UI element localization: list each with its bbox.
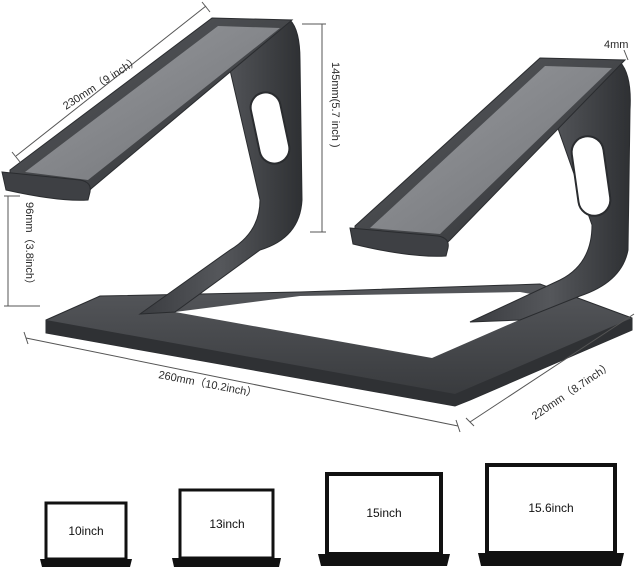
right-support xyxy=(469,61,631,323)
left-front-lip xyxy=(1,171,91,201)
laptop-size-label: 13inch xyxy=(209,517,244,531)
laptop-size-label: 15.6inch xyxy=(528,501,573,515)
laptop-13inch: 13inch xyxy=(172,488,281,567)
laptop-screen xyxy=(44,501,128,561)
base-depth-line xyxy=(469,313,635,423)
dimension-lines xyxy=(4,1,635,433)
laptop-base xyxy=(40,559,132,567)
laptop-base xyxy=(172,558,281,567)
front-height-label: 96mm（3.8inch） xyxy=(23,202,36,290)
thickness-label: 4mm xyxy=(604,39,628,51)
stand xyxy=(1,17,633,407)
laptop-15inch: 15inch xyxy=(318,472,450,566)
laptop-base xyxy=(478,553,624,566)
laptop-size-label: 15inch xyxy=(366,506,401,520)
top-width-line xyxy=(15,5,207,157)
right-front-lip xyxy=(349,227,449,257)
laptop-size-label: 10inch xyxy=(68,524,103,538)
height-label: 145mm(5.7 inch ) xyxy=(329,62,341,148)
laptop-15-6inch: 15.6inch xyxy=(478,463,624,566)
right-support-slot xyxy=(570,135,612,217)
left-support-slot xyxy=(249,91,291,165)
thickness-line xyxy=(623,49,629,61)
laptop-screen xyxy=(485,463,617,555)
laptop-screen xyxy=(325,472,443,556)
left-top-pad xyxy=(25,26,280,180)
laptop-base xyxy=(318,554,450,566)
base-width-line xyxy=(25,337,459,427)
stand-base-opening xyxy=(175,292,565,358)
base-width-label: 260mm（10.2inch） xyxy=(157,368,258,400)
laptop-10inch: 10inch xyxy=(40,501,132,567)
right-top-pad xyxy=(370,66,612,234)
